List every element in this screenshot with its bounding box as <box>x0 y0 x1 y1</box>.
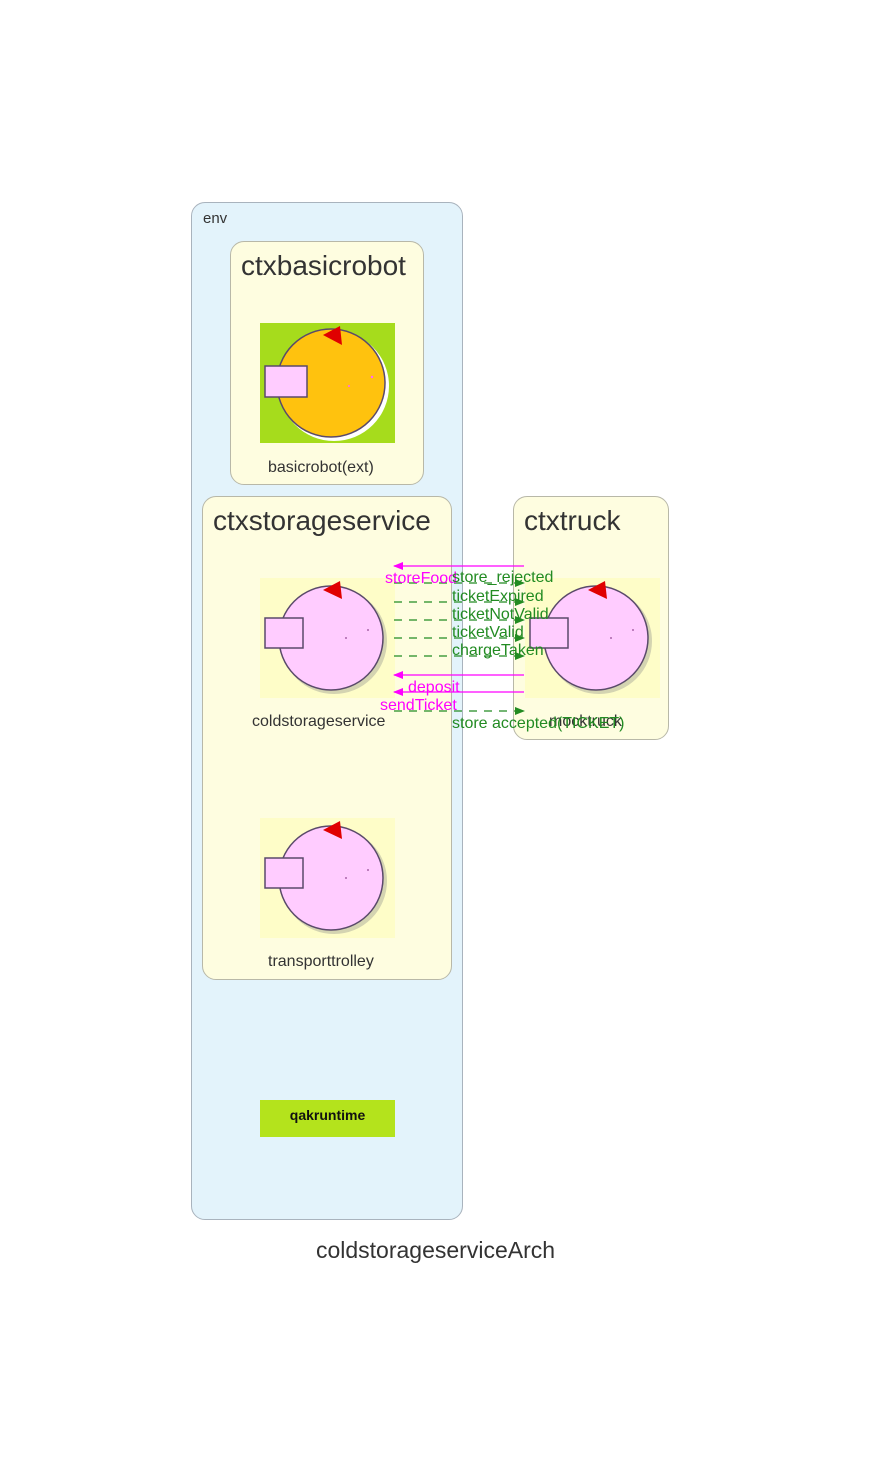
ctxstorageservice-title: ctxstorageservice <box>213 505 431 536</box>
qakruntime-label: qakruntime <box>289 1107 366 1123</box>
ticket-valid-label: ticketValid <box>452 624 524 641</box>
transporttrolley-actor-icon[interactable] <box>260 818 395 938</box>
storefood-label: storeFood <box>385 570 457 587</box>
ticket-not-valid-label: ticketNotValid <box>452 606 549 623</box>
ctxtruck-title: ctxtruck <box>524 505 621 536</box>
charge-taken-label: chargeTaken <box>452 642 544 659</box>
mocktruck-actor-icon[interactable] <box>525 578 660 698</box>
store-accepted-label: store accepted(TICKET) <box>452 715 625 732</box>
env-label: env <box>203 210 228 227</box>
architecture-title: coldstorageserviceArch <box>315 1237 556 1263</box>
basicrobot-label: basicrobot(ext) <box>268 459 374 476</box>
ticket-expired-label: ticketExpired <box>452 588 544 605</box>
ctxbasicrobot-title: ctxbasicrobot <box>241 250 406 281</box>
coldstorageservice-label: coldstorageservice <box>252 713 386 730</box>
qakruntime-box: qakruntime <box>260 1100 395 1137</box>
coldstorageservice-actor-icon[interactable] <box>260 578 395 698</box>
mocktruck-label: mocktruck <box>549 713 622 730</box>
transporttrolley-label: transporttrolley <box>268 953 374 970</box>
sendticket-label: sendTicket <box>380 697 457 714</box>
basicrobot-actor-icon[interactable] <box>260 323 395 443</box>
store-rejected-label: store_rejected <box>452 569 553 586</box>
deposit-label: deposit <box>408 679 460 696</box>
